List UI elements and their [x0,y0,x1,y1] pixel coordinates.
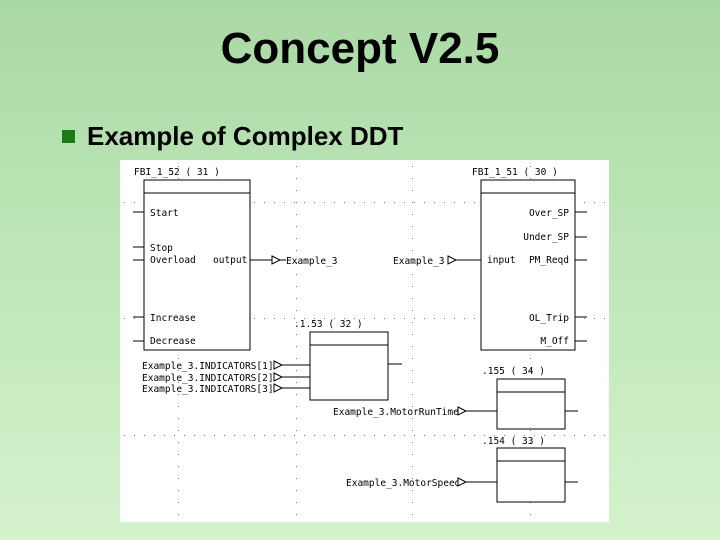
link-out-connector[interactable]: Example_3 [250,255,337,267]
function-block-add-int[interactable]: .154 ( 33 ) ADD_INT Example_3.MotorSpeed [346,436,578,503]
block1-output-label: output [213,255,247,266]
block2-input-label: input [487,255,516,266]
link-in-label: Example_3 [393,256,444,267]
block1-body [143,179,251,351]
block1-input-increase: Increase [150,313,196,324]
block2-instance-label: FBI_1_51 ( 30 ) [472,167,558,178]
block1-input-overload: Overload [150,255,196,266]
fbd-canvas: FBI_1_52 ( 31 ) M_LOGIC3 Start Stop Over… [124,166,605,515]
block3-body [309,331,389,401]
block3-instance-label: .1.53 ( 32 ) [294,319,363,330]
fbd-diagram: FBI_1_52 ( 31 ) M_LOGIC3 Start Stop Over… [120,160,609,522]
block1-input-decrease: Decrease [150,336,196,347]
block5-instance-label: .154 ( 33 ) [482,436,545,447]
block1-input-start: Start [150,208,179,219]
block2-output-m-off: M_Off [540,336,569,347]
block2-output-over-sp: Over_SP [529,208,569,219]
function-block-m-alarm3[interactable]: FBI_1_51 ( 30 ) M_ALARM3 input Over_SP U… [472,167,587,351]
block1-input-stop: Stop [150,243,173,254]
block4-input-label: Example_3.MotorRunTime [333,407,459,418]
block4-body [496,378,566,430]
function-block-and-bool[interactable]: .1.53 ( 32 ) AND_BOOL Example_3.INDICATO… [142,319,402,401]
slide-title: Concept V2.5 [220,24,500,73]
link-in-connector[interactable]: Example_3 [393,255,481,267]
block4-instance-label: .155 ( 34 ) [482,366,545,377]
block2-output-pm-reqd: PM_Reqd [529,255,569,266]
block2-output-ol-trip: OL_Trip [529,313,569,324]
block3-input-1: Example_3.INDICATORS[1] [142,361,274,372]
block5-body [496,447,566,503]
block3-input-3: Example_3.INDICATORS[3] [142,384,274,395]
bullet-text: Example of Complex DDT [87,120,404,151]
block2-body [480,179,576,351]
block3-input-2: Example_3.INDICATORS[2] [142,373,274,384]
bullet-item: Example of Complex DDT [62,120,403,152]
link-out-label: Example_3 [286,256,337,267]
function-block-add-time[interactable]: .155 ( 34 ) ADD_TIME Example_3.MotorRunT… [333,366,578,430]
block1-instance-label: FBI_1_52 ( 31 ) [134,167,220,178]
function-block-m-logic3[interactable]: FBI_1_52 ( 31 ) M_LOGIC3 Start Stop Over… [133,167,251,351]
block2-output-under-sp: Under_SP [523,232,569,243]
block5-input-label: Example_3.MotorSpeed [346,478,460,489]
bullet-square-icon [62,129,75,143]
